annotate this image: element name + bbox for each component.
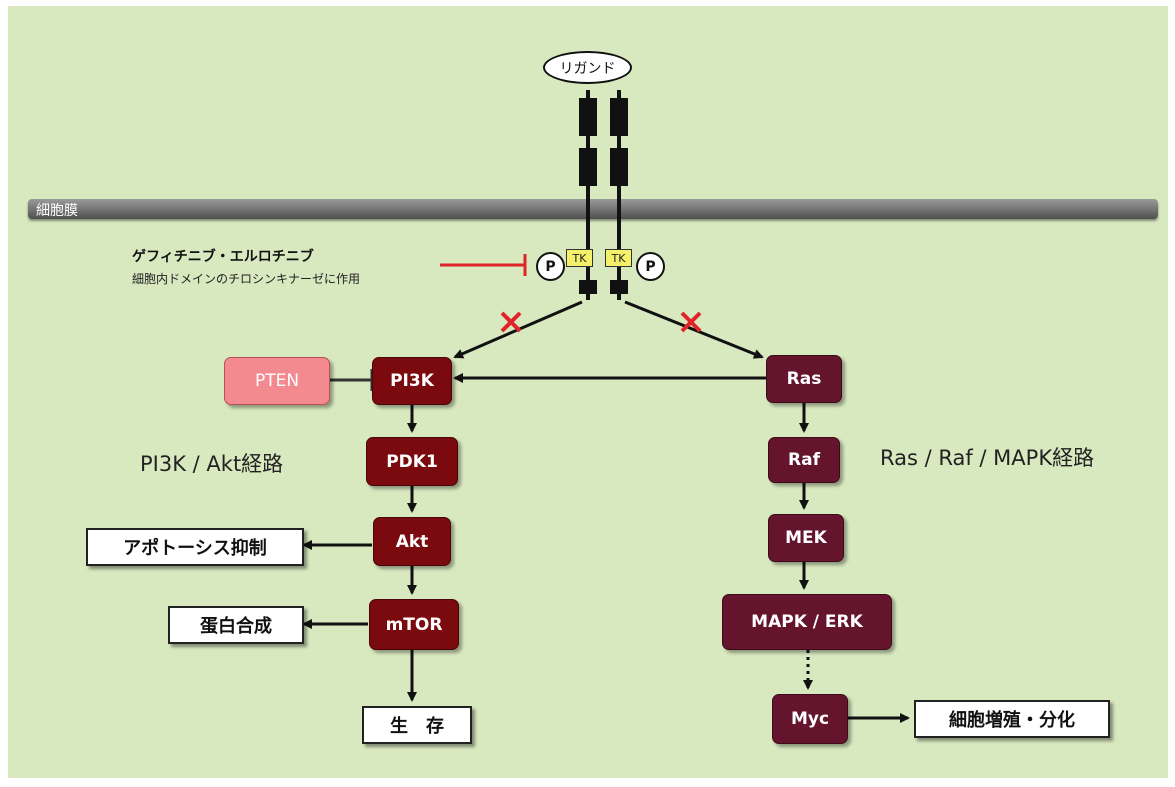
ras-node: Ras xyxy=(766,355,842,403)
tk-domain-left: TK xyxy=(566,249,593,267)
mek-node: MEK xyxy=(768,514,844,562)
mtor-node: mTOR xyxy=(369,599,459,650)
akt-node: Akt xyxy=(373,517,451,566)
output-protein-synthesis: 蛋白合成 xyxy=(168,606,304,644)
pdk1-node: PDK1 xyxy=(366,437,458,486)
pi3k-node: PI3K xyxy=(372,357,452,405)
raf-node: Raf xyxy=(768,437,840,483)
myc-node: Myc xyxy=(772,694,848,744)
arrow-receptor-to-ras xyxy=(625,302,762,357)
drug-description: 細胞内ドメインのチロシンキナーゼに作用 xyxy=(132,270,360,287)
ras-pathway-title: Ras / Raf / MAPK経路 xyxy=(880,442,1094,472)
output-proliferation-differentiation: 細胞増殖・分化 xyxy=(914,700,1110,738)
tk-domain-right: TK xyxy=(605,249,632,267)
pten-inhibition-line xyxy=(330,369,372,391)
drug-name: ゲフィチニブ・エルロチニブ xyxy=(132,246,314,266)
output-apoptosis-inhibition: アポトーシス抑制 xyxy=(86,528,304,566)
block-mark-left xyxy=(502,313,520,331)
ligand: リガンド xyxy=(543,51,632,84)
pi3k-pathway-title: PI3K / Akt経路 xyxy=(140,448,283,478)
output-survival: 生 存 xyxy=(362,706,472,744)
receptor-right-chain xyxy=(610,90,628,300)
drug-inhibition-line xyxy=(440,254,525,276)
mapk-erk-node: MAPK / ERK xyxy=(722,594,892,650)
phosphate-right: P xyxy=(636,252,665,281)
phosphate-left: P xyxy=(536,252,565,281)
receptor-left-chain xyxy=(579,90,597,300)
pten-node: PTEN xyxy=(224,357,330,405)
